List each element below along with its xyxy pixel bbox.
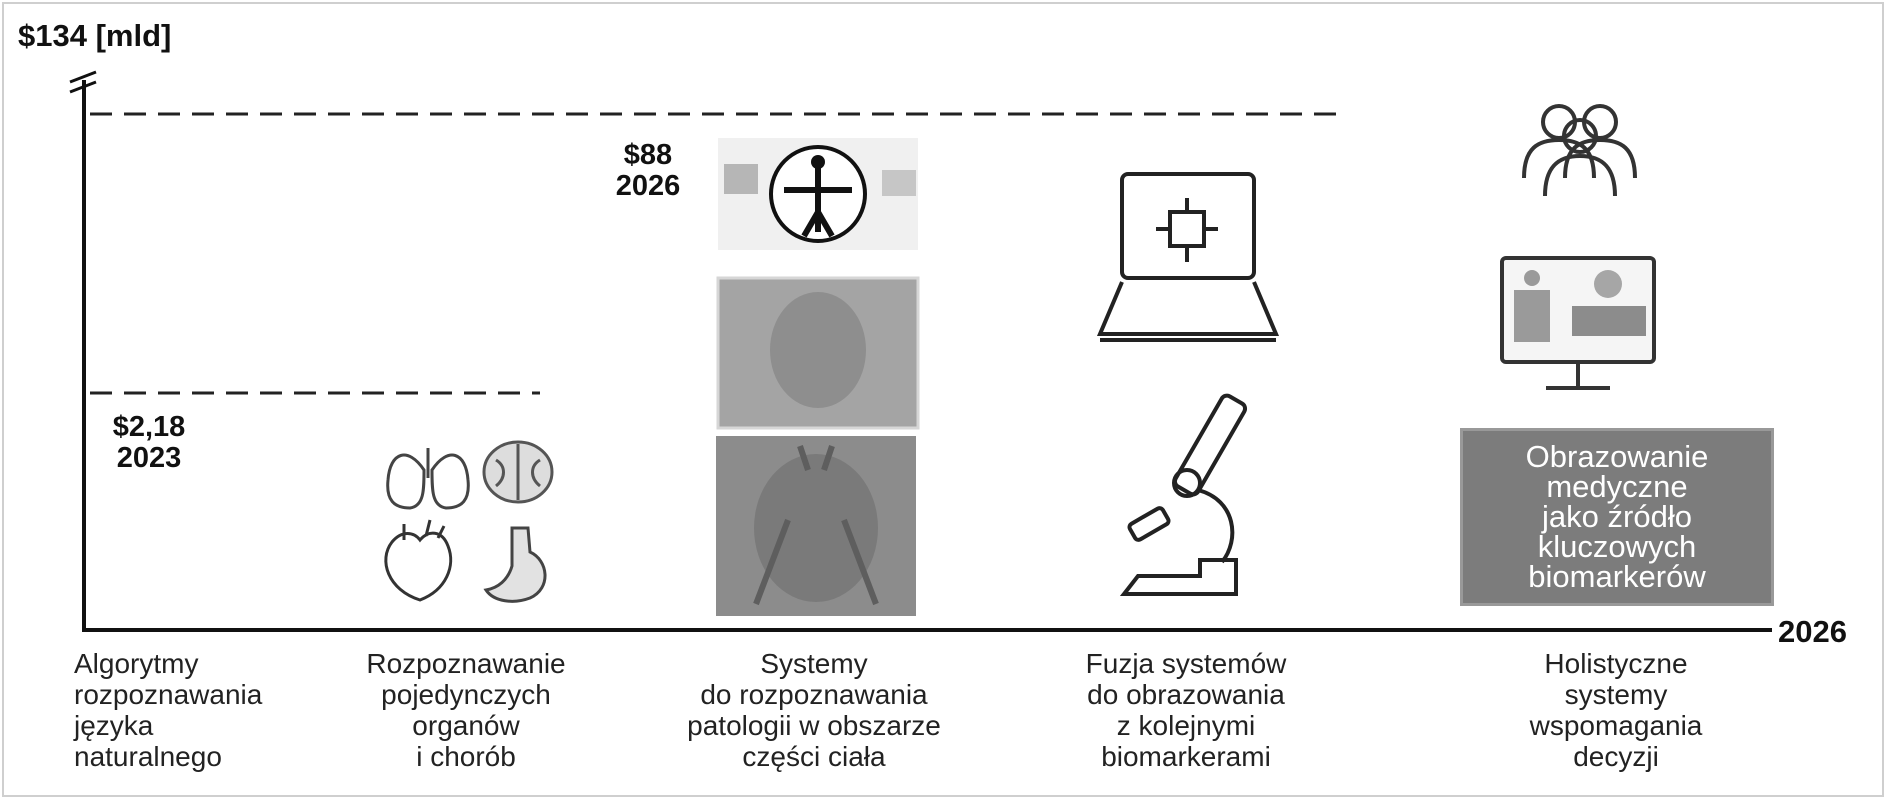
lungs-icon [386, 448, 470, 510]
brain-icon [482, 440, 554, 504]
category-label-fusion: Fuzja systemów do obrazowania z kolejnym… [1085, 648, 1287, 772]
body-scan-image [716, 276, 920, 430]
marker-low: $2,18 2023 [94, 412, 204, 474]
laptop-icon [1096, 172, 1280, 342]
marker-low-year: 2023 [116, 442, 182, 474]
people-group-icon [1522, 104, 1637, 197]
vitruvian-body-icon [718, 138, 918, 250]
category-label-nlp: Algorytmy rozpoznawania języka naturalne… [74, 648, 263, 772]
category-label-organs: Rozpoznawanie pojedynczych organów i cho… [366, 648, 566, 772]
microscope-icon [1119, 393, 1248, 596]
axis-break-icon [69, 70, 97, 94]
marker-low-value: $2,18 [112, 411, 186, 443]
torso-scan-image [716, 436, 916, 616]
marker-high: $88 2026 [598, 140, 698, 202]
monitor-icon [1500, 256, 1656, 390]
highlight-tile-text: Obrazowanie medyczne jako źródło kluczow… [1525, 439, 1709, 594]
y-axis-top-label: $134 [mld] [18, 18, 172, 53]
marker-high-value: $88 [623, 139, 673, 171]
heart-icon [384, 519, 453, 602]
category-label-holistic: Holistyczne systemy wspomagania decyzji [1529, 648, 1703, 772]
marker-high-year: 2026 [615, 170, 681, 202]
highlight-tile: Obrazowanie medyczne jako źródło kluczow… [1460, 428, 1774, 606]
category-label-pathology: Systemy do rozpoznawania patologii w obs… [687, 648, 941, 772]
x-axis-end-label: 2026 [1778, 614, 1847, 649]
stomach-icon [483, 526, 547, 603]
